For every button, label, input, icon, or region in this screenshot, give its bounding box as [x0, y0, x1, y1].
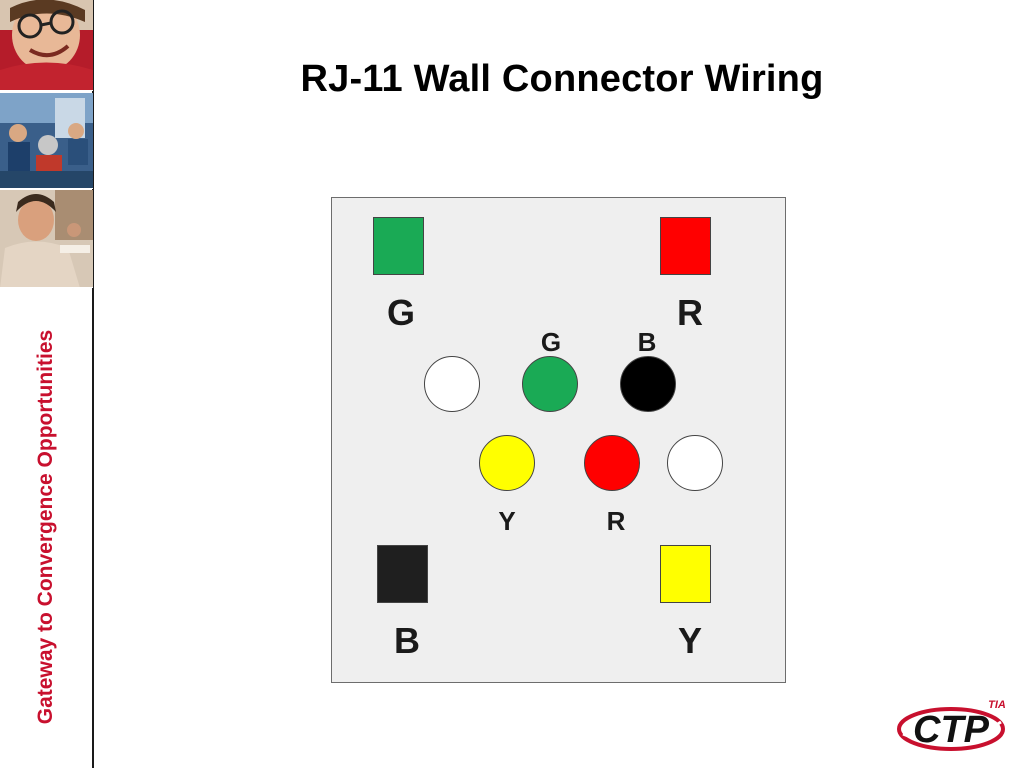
- svg-text:CTP: CTP: [913, 709, 990, 751]
- terminal-top-left: [373, 217, 424, 275]
- connector-diagram: G R B Y G B Y R: [331, 197, 786, 683]
- slide-title: RJ-11 Wall Connector Wiring: [300, 58, 824, 100]
- pin-label-top-3: B: [637, 327, 657, 357]
- svg-text:TIA: TIA: [988, 699, 1006, 711]
- pin-bottom-2: [584, 435, 640, 491]
- pin-label-bottom-2: R: [606, 506, 626, 536]
- terminal-bottom-left: [377, 545, 428, 603]
- terminal-label-top-left: G: [386, 292, 415, 333]
- pin-bottom-3: [667, 435, 723, 491]
- terminal-label-top-right: R: [677, 292, 703, 333]
- terminal-bottom-right: [660, 545, 711, 603]
- pin-label-bottom-1: Y: [498, 506, 516, 536]
- tagline: Gateway to Convergence Opportunities: [34, 329, 57, 725]
- terminal-top-right: [660, 217, 711, 275]
- photo-woman-at-meeting: [0, 190, 93, 288]
- terminal-label-bottom-right: Y: [677, 620, 702, 661]
- pin-top-1: [424, 356, 480, 412]
- photo-smiling-person: [0, 0, 93, 91]
- terminal-label-bottom-left: B: [394, 620, 420, 661]
- left-sidebar: Gateway to Convergence Opportunities: [0, 0, 94, 768]
- pin-label-top-2: G: [540, 327, 562, 357]
- pin-bottom-1: [479, 435, 535, 491]
- pin-top-2: [522, 356, 578, 412]
- ctp-logo: CTP TIA: [897, 692, 1009, 754]
- pin-top-3: [620, 356, 676, 412]
- photo-classroom: [0, 93, 93, 189]
